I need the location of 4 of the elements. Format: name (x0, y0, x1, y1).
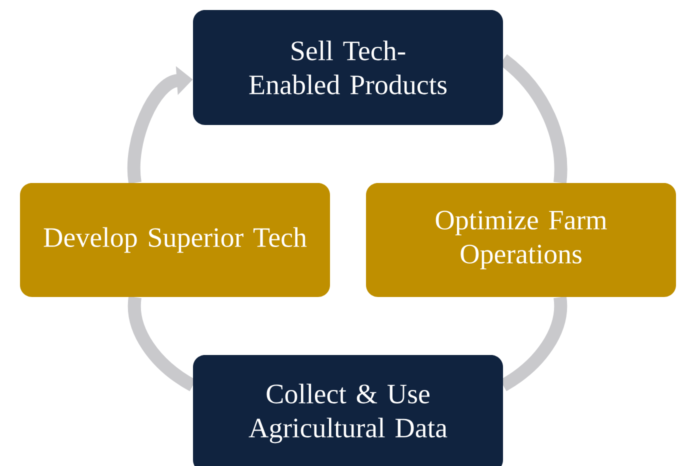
process-box: Collect & Use Agricultural Data (193, 355, 503, 466)
process-box: Optimize Farm Operations (366, 183, 676, 297)
process-box: Sell Tech-Enabled Products (193, 10, 503, 125)
process-box: Develop Superior Tech (20, 183, 330, 297)
